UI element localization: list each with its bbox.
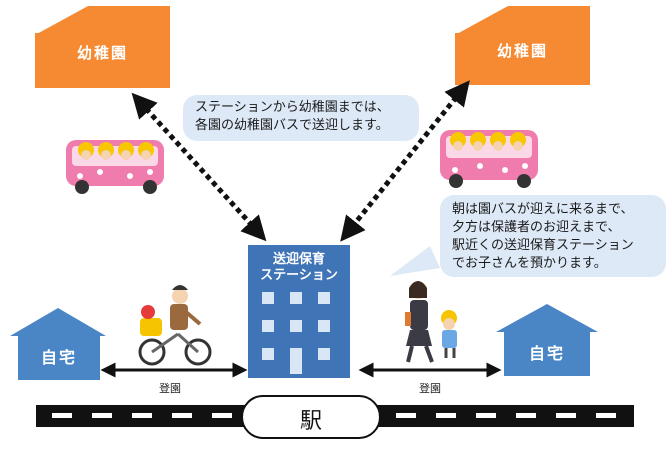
bubble-right-line3: 駅近くの送迎保育ステーション (452, 238, 634, 253)
station-label-line2: ステーション (260, 268, 338, 283)
info-bubble-right: 朝は園バスが迎えに来るまで、 夕方は保護者のお迎えまで、 駅近くの送迎保育ステー… (440, 195, 666, 277)
bubble-top-line1: ステーションから幼稚園までは、 (195, 100, 390, 115)
bubble-tail (390, 246, 440, 276)
train-station-label: 駅 (299, 409, 322, 434)
home-right-building (496, 304, 598, 376)
kindergarten-right-building (455, 6, 590, 85)
bubble-right-line4: でお子さんを預かります。 (452, 256, 607, 271)
bubble-top-line2: 各園の幼稚園バスで送迎します。 (195, 118, 389, 133)
bicycle-parent-child (138, 285, 212, 366)
bus-left (66, 140, 164, 194)
dotted-arrow-left (131, 92, 267, 242)
station-label: 送迎保育 ステーション (248, 252, 350, 284)
walking-mother-child (405, 281, 457, 363)
station-label-line1: 送迎保育 (272, 252, 325, 267)
bus-right (440, 130, 538, 188)
home-right-label: 自宅 (528, 344, 565, 363)
bubble-right-line2: 夕方は保護者のお迎えまで、 (452, 220, 621, 235)
station-building (248, 245, 350, 378)
bubble-right-line1: 朝は園バスが迎えに来るまで、 (452, 202, 634, 217)
home-left-label: 自宅 (40, 348, 77, 367)
arrow-right-label: 登園 (419, 382, 441, 395)
dotted-arrow-right (340, 80, 470, 242)
kindergarten-left-building (35, 6, 170, 88)
info-bubble-top: ステーションから幼稚園までは、 各園の幼稚園バスで送迎します。 (183, 95, 419, 141)
home-left-building (10, 308, 106, 380)
arrow-left-label: 登園 (159, 382, 181, 395)
kindergarten-right-label: 幼稚園 (496, 42, 548, 60)
train-station-oval (241, 395, 381, 439)
kindergarten-left-label: 幼稚園 (76, 44, 128, 62)
